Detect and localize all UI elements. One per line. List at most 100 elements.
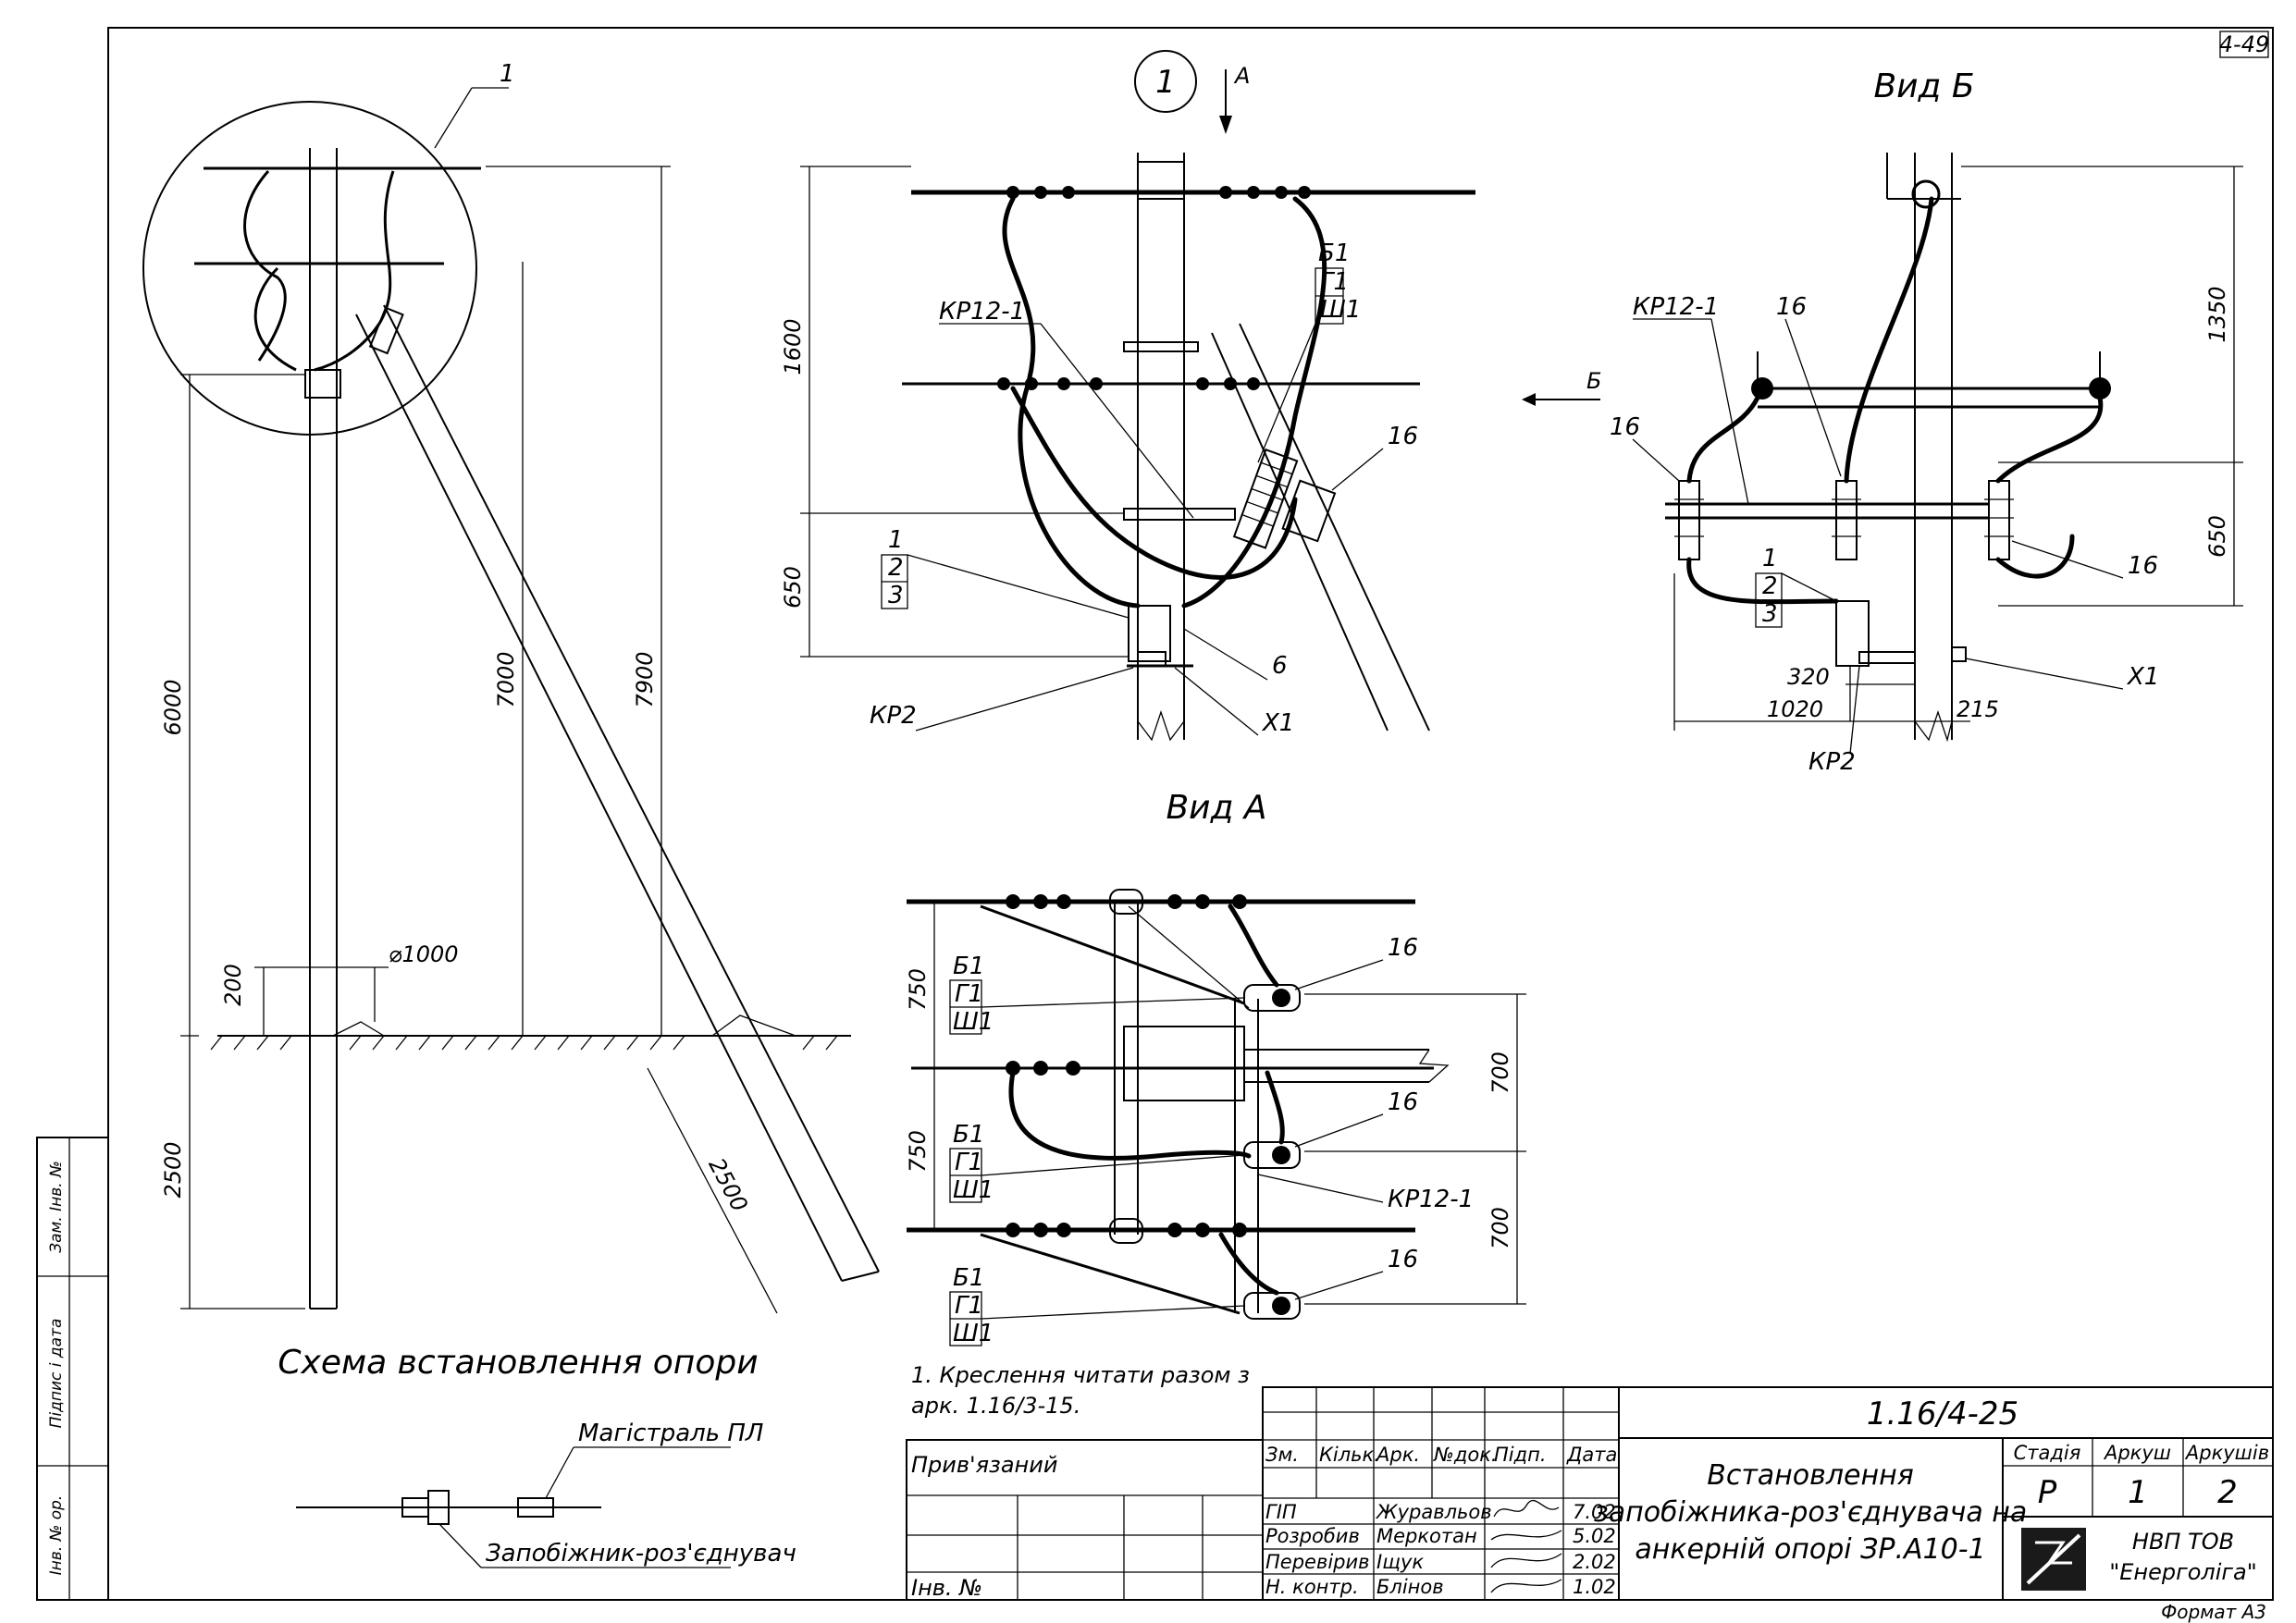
- dim-2500-left: 2500: [160, 1141, 186, 1198]
- col-ark: Арк.: [1375, 1444, 1420, 1466]
- view-a-label-group-3: Б1 Г1 Ш1: [949, 1264, 1245, 1347]
- main-label-kr2: КР2: [870, 702, 917, 730]
- strut-pole: [355, 304, 880, 1282]
- side-pidpys: Підпис і дата: [47, 1319, 66, 1429]
- view-a-16-top: 16: [1388, 934, 1418, 962]
- row-date-3: 1.02: [1573, 1576, 1616, 1598]
- row-date-0: 7.02: [1573, 1501, 1616, 1523]
- row-name-1: Меркотан: [1376, 1525, 1477, 1547]
- view-a-fuse-mid: [1243, 1141, 1301, 1169]
- col-data: Дата: [1566, 1444, 1617, 1466]
- row-role-1: Розробив: [1265, 1525, 1360, 1547]
- view-a-dim-700-top: 700: [1487, 1051, 1513, 1094]
- company-logo-icon: [2021, 1528, 2086, 1591]
- view-a-fuse-bot: [1243, 1292, 1301, 1320]
- legend-fuse-switch: Запобіжник-роз'єднувач: [486, 1540, 796, 1568]
- row-name-3: Блінов: [1376, 1576, 1444, 1598]
- legend-main-line: Магістраль ПЛ: [578, 1420, 763, 1447]
- privyazaniy-label: Прив'язаний: [911, 1452, 1057, 1478]
- view-b-dim-650: 650: [2204, 515, 2230, 558]
- view-b-16-left: 16: [1610, 413, 1640, 441]
- view-b-fuse-mid: [1832, 480, 1861, 560]
- view-a-16-bot: 16: [1388, 1246, 1418, 1273]
- note-line-1: 1. Креслення читати разом з: [911, 1362, 1250, 1388]
- main-label-16: 16: [1388, 423, 1418, 450]
- col-pidp: Підп.: [1494, 1444, 1547, 1466]
- view-a-g1-1: Г1: [955, 980, 983, 1008]
- view-a-kr12: КР12-1: [1388, 1186, 1474, 1213]
- signatures: [1490, 1499, 1562, 1593]
- view-a-g1-2: Г1: [955, 1149, 983, 1176]
- stage-value: Р: [2038, 1474, 2057, 1511]
- view-b-title: Вид Б: [1873, 68, 1974, 105]
- main-label-2: 2: [888, 554, 904, 582]
- main-dim-650: 650: [780, 566, 806, 609]
- view-a: Вид А: [905, 789, 1526, 1347]
- title-block: Прив'язаний Інв. № Зм. Кільк. Арк. №док.…: [906, 1386, 2274, 1601]
- view-a-dim-700-bot: 700: [1487, 1207, 1513, 1249]
- sheet-code: 4-49: [2219, 31, 2269, 57]
- row-name-0: Журавльов: [1375, 1501, 1492, 1523]
- view-a-sh1-3: Ш1: [953, 1320, 994, 1347]
- view-a-label-group-1: Б1 Г1 Ш1: [949, 953, 1245, 1036]
- main-label-kr12: КР12-1: [939, 298, 1025, 326]
- view-b-1: 1: [1762, 545, 1778, 572]
- view-b-x1: Х1: [2126, 663, 2159, 691]
- view-b-arrow-label: Б: [1586, 368, 1601, 394]
- main-pole: [309, 148, 338, 1309]
- doc-title-2: запобіжника-роз'єднувача на: [1594, 1496, 2028, 1529]
- view-a-b1-3: Б1: [953, 1264, 984, 1292]
- stage-label: Стадія: [2014, 1442, 2081, 1464]
- node-number: 1: [1155, 64, 1176, 101]
- side-stamp: Зам. Інв. № Підпис і дата Інв. № ор.: [36, 1137, 109, 1601]
- row-role-2: Перевірив: [1265, 1551, 1370, 1573]
- view-a-16-mid: 16: [1388, 1088, 1418, 1116]
- view-b-dim-320: 320: [1787, 664, 1830, 690]
- view-b-16-right: 16: [2128, 552, 2158, 580]
- view-a-b1-1: Б1: [953, 953, 984, 980]
- company-line-1: НВП ТОВ: [2132, 1529, 2234, 1555]
- sheets-label: Аркушів: [2184, 1442, 2269, 1464]
- arrow-a-label: А: [1233, 63, 1250, 89]
- main-label-g1: Г1: [1320, 268, 1349, 296]
- company-line-2: "Енерголіга": [2109, 1559, 2257, 1585]
- row-date-2: 2.02: [1573, 1551, 1616, 1573]
- col-kilk: Кільк.: [1319, 1444, 1380, 1466]
- main-label-1: 1: [888, 526, 904, 554]
- dim-6000: 6000: [160, 679, 186, 735]
- view-b-3: 3: [1762, 600, 1778, 628]
- view-a-dim-750-top: 750: [905, 968, 931, 1011]
- support-scheme: 1: [142, 60, 880, 1382]
- view-a-label-group-2: Б1 Г1 Ш1: [949, 1121, 1245, 1204]
- view-a-b1-2: Б1: [953, 1121, 984, 1149]
- col-ndok: №док.: [1433, 1444, 1498, 1466]
- note-line-2: арк. 1.16/3-15.: [911, 1393, 1080, 1419]
- sheet-label: Аркуш: [2103, 1442, 2171, 1464]
- view-main: 1 А: [780, 50, 1475, 742]
- view-a-dim-750-bot: 750: [905, 1130, 931, 1173]
- view-b-dim-215: 215: [1957, 696, 1999, 722]
- view-b-dim-1020: 1020: [1767, 696, 1823, 722]
- side-inv-orig: Інв. № ор.: [47, 1495, 66, 1576]
- view-b-kr2: КР2: [1808, 748, 1856, 776]
- row-name-2: Іщук: [1376, 1551, 1424, 1573]
- view-b-dim-1350: 1350: [2204, 286, 2230, 342]
- legend: Магістраль ПЛ Запобіжник-роз'єднувач: [296, 1420, 796, 1568]
- view-b-kr12: КР12-1: [1633, 293, 1719, 321]
- view-a-g1-3: Г1: [955, 1292, 983, 1320]
- scheme-callout: 1: [500, 60, 515, 88]
- main-label-3: 3: [888, 582, 904, 609]
- sheet-value: 1: [2128, 1474, 2148, 1511]
- view-b-fuse-left: [1674, 480, 1704, 560]
- view-b-2: 2: [1762, 572, 1778, 600]
- main-label-x1: Х1: [1261, 709, 1294, 737]
- sheets-value: 2: [2217, 1474, 2238, 1511]
- dim-7000: 7000: [493, 651, 519, 707]
- dim-dia1000: ⌀1000: [389, 941, 459, 967]
- view-a-sh1-2: Ш1: [953, 1176, 994, 1204]
- view-a-sh1-1: Ш1: [953, 1008, 994, 1036]
- view-b-fuse-right: [1984, 480, 2014, 560]
- main-label-6: 6: [1272, 652, 1288, 680]
- row-role-0: ГІП: [1265, 1501, 1297, 1523]
